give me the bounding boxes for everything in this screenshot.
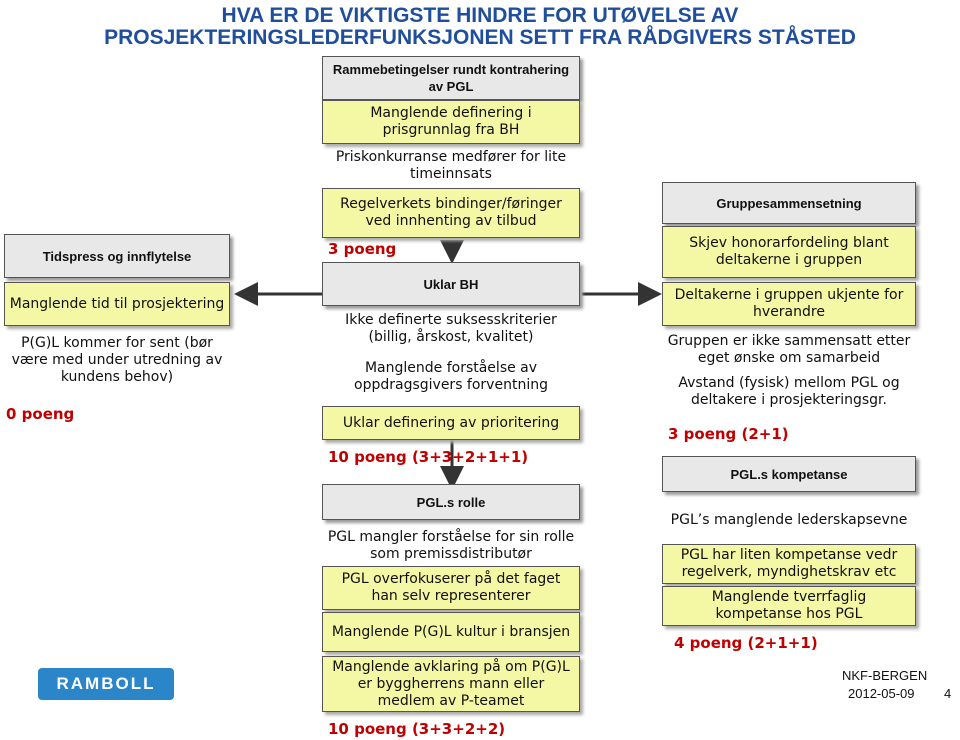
center-top-score: 3 poeng — [328, 240, 397, 258]
footer-date: 2012-05-09 — [848, 686, 915, 701]
right-bottom-item-2: PGL har liten kompetanse vedr regelverk,… — [662, 544, 916, 584]
center-top-item-2: Priskonkurranse medfører for lite timein… — [335, 149, 567, 182]
center-mid-item-2: Manglende forståelse av oppdragsgivers f… — [354, 360, 548, 393]
right-top-item-3: Gruppen er ikke sammensatt etter eget øn… — [667, 333, 911, 366]
right-bottom-header: PGL.s kompetanse — [662, 456, 916, 492]
center-bottom-score: 10 poeng (3+3+2+2) — [328, 720, 506, 738]
center-mid-header: Uklar BH — [322, 262, 580, 306]
center-bottom-item-3: Manglende P(G)L kultur i bransjen — [322, 612, 580, 652]
right-top-item-2: Deltakerne i gruppen ukjente for hverand… — [662, 282, 916, 326]
center-bottom-item-4: Manglende avklaring på om P(G)L er byggh… — [322, 656, 580, 712]
left-item-2: P(G)L kommer for sent (bør være med unde… — [11, 334, 223, 385]
center-top-item-1: Manglende definering i prisgrunnlag fra … — [322, 100, 580, 144]
page-title-line-2: PROSJEKTERINGSLEDERFUNKSJONEN SETT FRA R… — [104, 26, 856, 49]
center-mid-item-3: Uklar definering av prioritering — [322, 406, 580, 440]
center-mid-item-1: Ikke definerte suksesskriterier (billig,… — [345, 312, 557, 345]
center-top-item-3: Regelverkets bindinger/føringer ved innh… — [322, 188, 580, 238]
right-top-header: Gruppesammensetning — [662, 182, 916, 224]
right-bottom-item-3: Manglende tverrfaglig kompetanse hos PGL — [662, 586, 916, 626]
right-top-score: 3 poeng (2+1) — [668, 425, 789, 443]
center-bottom-header: PGL.s rolle — [322, 484, 580, 520]
left-item-1: Manglende tid til prosjektering — [4, 282, 230, 326]
right-top-item-1: Skjev honorarfordeling blant deltakerne … — [662, 226, 916, 278]
left-score: 0 poeng — [6, 405, 75, 423]
ramboll-logo: RAMBOLL — [38, 668, 174, 700]
right-bottom-item-1: PGL’s manglende lederskapsevne — [670, 511, 908, 528]
left-header: Tidspress og innflytelse — [4, 234, 230, 278]
center-mid-score: 10 poeng (3+3+2+1+1) — [328, 448, 529, 466]
footer-page-number: 4 — [944, 686, 952, 701]
center-bottom-item-2: PGL overfokuserer på det faget han selv … — [322, 566, 580, 610]
right-top-item-4: Avstand (fysisk) mellom PGL og deltakere… — [678, 375, 900, 408]
page-title-line-1: HVA ER DE VIKTIGSTE HINDRE FOR UTØVELSE … — [221, 4, 739, 27]
right-bottom-score: 4 poeng (2+1+1) — [674, 634, 818, 652]
footer-org: NKF-BERGEN — [842, 668, 928, 683]
center-bottom-item-1: PGL mangler forståelse for sin rolle som… — [327, 529, 575, 562]
center-top-header: Rammebetingelser rundt kontrahering av P… — [322, 56, 580, 100]
